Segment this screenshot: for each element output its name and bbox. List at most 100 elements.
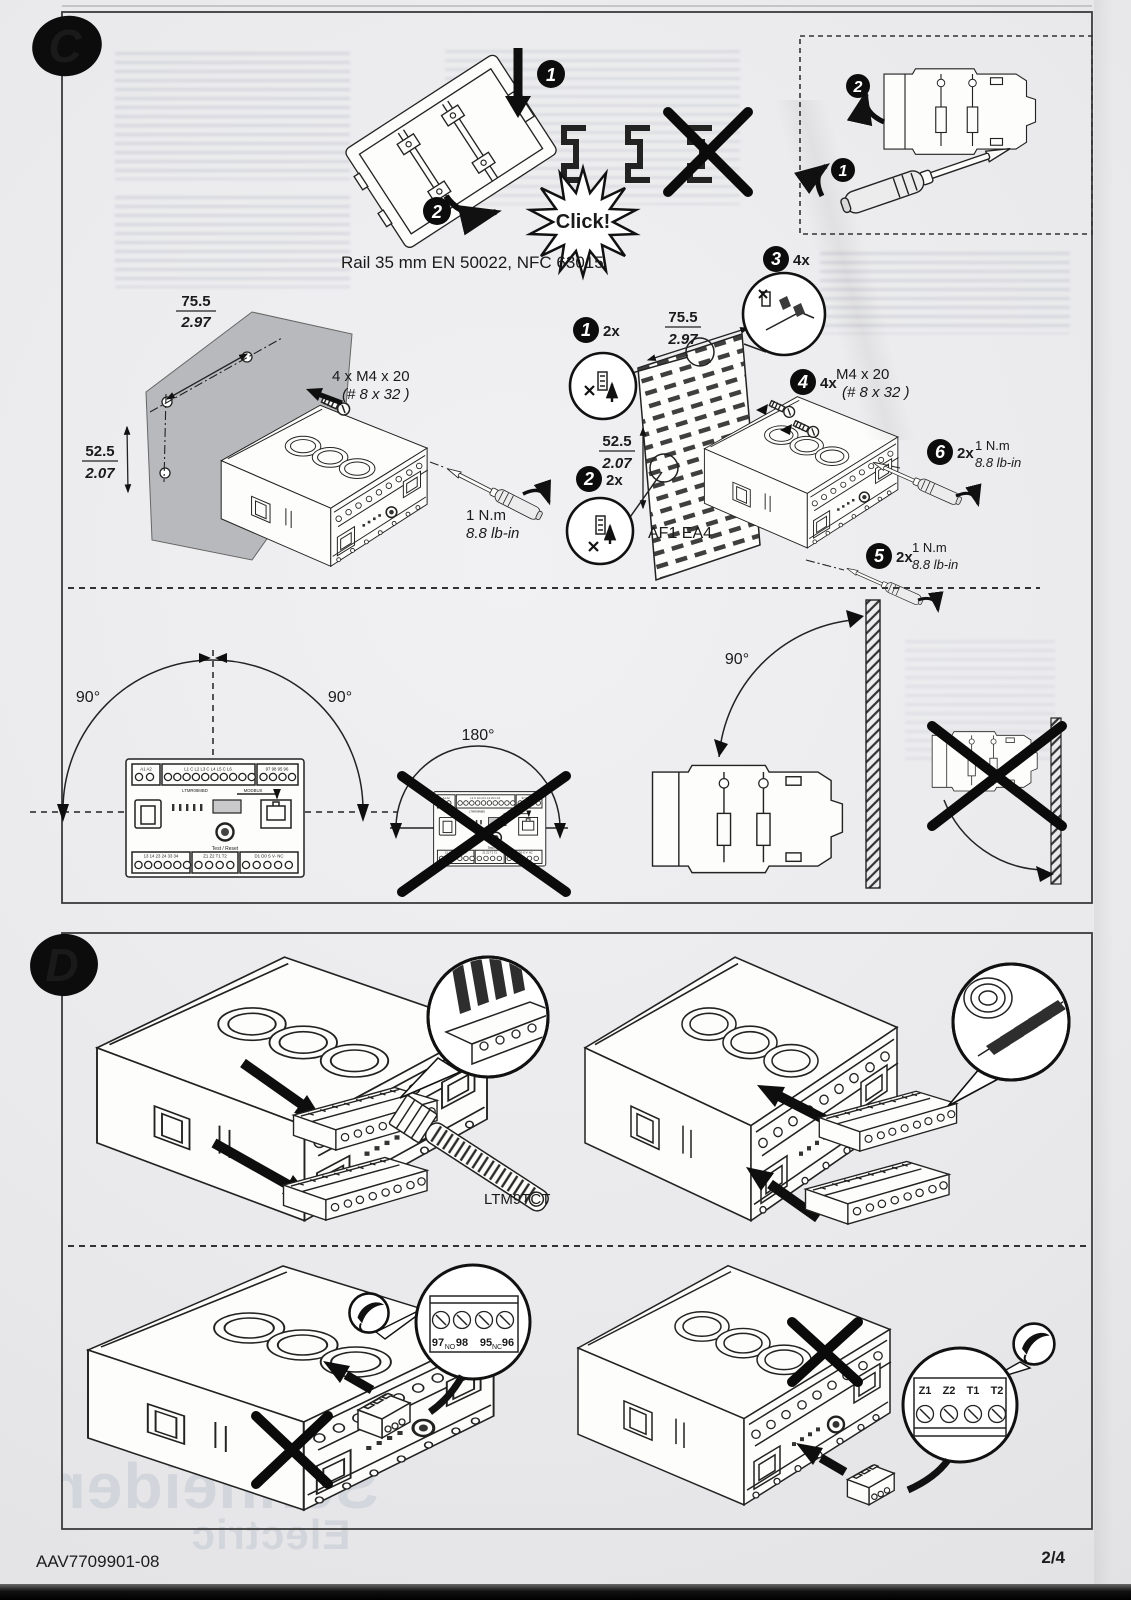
step-count: 2x (603, 323, 620, 340)
screw-arrow-head (306, 388, 323, 401)
insert-arrow (767, 1179, 821, 1223)
grid-plate-mounting-diagram: 75.5 2.97 52.5 2.07 AF1 EA4 1 2x (565, 246, 1021, 613)
grid-step-3: 3 4x (741, 246, 827, 357)
arc-arrow-head (1036, 866, 1054, 882)
dim-2-07-in: 2.07 (84, 465, 115, 482)
wrong-clip-x-icon (588, 541, 599, 552)
magnifier-tail-thick (906, 1457, 951, 1494)
click-burst-icon: Click! (525, 163, 641, 281)
click-label: Click! (556, 211, 610, 233)
panel-mounting-diagram: 75.5 2.97 52.5 2.07 4 x M4 x 20 (# 8 x 3… (82, 293, 551, 568)
step-number: 3 (771, 249, 781, 269)
terminal-96: 96 (502, 1337, 514, 1349)
screw-arrow-head (756, 404, 768, 415)
magnifier-callout (414, 1263, 532, 1381)
screw-arrow (317, 391, 343, 406)
terminal-95: 95 (480, 1337, 492, 1349)
grid-plate-slots (638, 334, 760, 580)
push-down-arrow-head (505, 96, 531, 118)
angle-90-right: 90° (328, 689, 352, 706)
controller-front-view (126, 759, 304, 877)
clip-icon (779, 296, 805, 317)
section-c-badge: C (32, 15, 102, 77)
inset-step-2-badge: 2 (846, 74, 870, 98)
inserted-wires (986, 1000, 1066, 1055)
axis-line (163, 393, 167, 483)
dim-2-97-in: 2.97 (180, 314, 211, 331)
arc-arrow-head (554, 823, 566, 839)
step-number: 1 (581, 320, 591, 340)
step-2-number: 2 (431, 202, 442, 222)
tool-reference-label: LTM9TCT (484, 1191, 550, 1208)
arc-arrow-head (357, 804, 369, 822)
remove-arrow (211, 1138, 295, 1192)
dim-75-mm: 75.5 (668, 309, 697, 326)
wire-ends (452, 959, 525, 1014)
grid-step-6: 6 2x 1 N.m 8.8 lb-in (927, 438, 1021, 470)
step-count: 2x (896, 549, 913, 566)
terminal-insertion-diagram (583, 955, 1071, 1225)
terminal-z2: Z2 (943, 1385, 956, 1397)
width-dimension-line (165, 353, 249, 400)
step-number: 6 (935, 442, 946, 462)
screw-spec-line1: 4 x M4 x 20 (332, 368, 410, 385)
orientation-allowed-diagram: 90° 90° (30, 650, 398, 877)
torque-lbin: 8.8 lb-in (975, 455, 1021, 470)
wall-mounting-diagram: 90° (651, 599, 881, 889)
insert-arrow-head (757, 1085, 785, 1107)
bleed-through-text (115, 196, 350, 288)
removal-inset-diagram: 2 1 (794, 35, 1093, 235)
grid-step-2: 2 2x (565, 466, 635, 566)
grid-step-1: 1 2x (568, 317, 638, 421)
temperature-connector (846, 1464, 895, 1506)
terminal-z1: Z1 (919, 1385, 932, 1397)
wall-hatch (1050, 717, 1062, 885)
rotate-out-arrow (846, 89, 886, 127)
section-d-badge: D (30, 933, 98, 997)
terminal-block (804, 1160, 950, 1225)
angle-90-wall: 90° (725, 651, 749, 668)
remove-arrow (240, 1058, 307, 1111)
torque-nm: 1 N.m (912, 540, 947, 555)
step-1-number: 1 (546, 65, 556, 85)
apex-arrow (199, 653, 211, 663)
document-reference: AAV7709901-08 (36, 1552, 160, 1571)
dim-75-mm: 75.5 (181, 293, 210, 310)
section-c-letter: C (48, 20, 82, 72)
dim-52-mm: 52.5 (85, 443, 114, 460)
torque-nm: 1 N.m (466, 507, 506, 524)
width-dimension-line (646, 327, 750, 361)
insert-arrow (343, 1371, 375, 1394)
magnifier-callout (901, 1346, 1019, 1464)
inset-dashed-frame (799, 35, 1093, 235)
rotate-in-arrow (443, 194, 502, 236)
dim-2-97-in: 2.97 (667, 331, 698, 348)
relay-terminal-diagram: 97 NO 98 95 NC 96 (86, 1263, 532, 1512)
page-number: 2/4 (1041, 1548, 1065, 1567)
wall-hatch (865, 599, 881, 889)
prohibited-x-icon (927, 721, 1067, 831)
ltm9tct-tool-icon (388, 1094, 549, 1212)
step-1-badge: 1 (537, 60, 565, 88)
magnifier-tail-thick (427, 1374, 466, 1415)
din-rail-mounting-diagram: 1 2 Click! Rail 35 mm EN 50022, NFC 6301… (338, 48, 753, 281)
screw-spec-line2: (# 8 x 32 ) (342, 386, 410, 403)
wall-mounting-prohibited-diagram (927, 717, 1067, 885)
inset-step-1-number: 1 (839, 163, 848, 180)
insert-arrow-head (796, 1443, 823, 1465)
torque-lbin: 8.8 lb-in (912, 557, 958, 572)
rotation-arrow (917, 591, 944, 613)
section-c-frame (61, 11, 1093, 904)
terminal-nc: NC (492, 1344, 502, 1351)
step-count: 2x (606, 472, 623, 489)
rotation-arrow (522, 479, 551, 506)
insert-arrow (818, 1454, 848, 1476)
axis-line (429, 461, 447, 469)
step-number: 4 (797, 372, 808, 392)
dim-2-07-in: 2.07 (601, 455, 632, 472)
terminal-t2: T2 (991, 1385, 1004, 1397)
bleed-through-text (820, 252, 1070, 334)
arc-arrow-head (846, 610, 864, 628)
torque-nm: 1 N.m (975, 438, 1010, 453)
